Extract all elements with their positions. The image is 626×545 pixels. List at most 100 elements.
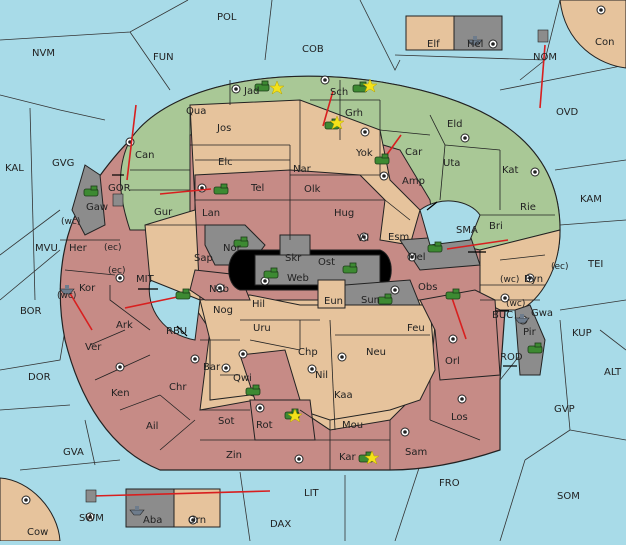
coast-tag: (wc) — [61, 217, 80, 227]
sea-label: LIT — [304, 488, 320, 499]
tank-icon[interactable] — [245, 384, 261, 396]
territory-label: Gwa — [531, 308, 553, 319]
ship-icon[interactable] — [537, 29, 549, 43]
ship-icon[interactable] — [112, 193, 124, 207]
supply-center-icon — [125, 137, 135, 147]
territory-label: Uru — [253, 323, 271, 334]
territory-label: Gur — [154, 207, 173, 218]
territory-label: Chp — [298, 347, 318, 358]
tank-icon[interactable] — [175, 288, 191, 300]
tank-icon[interactable] — [342, 262, 358, 274]
supply-center-icon — [294, 454, 304, 464]
supply-center-icon — [596, 5, 606, 15]
green-label-group: Jad Sch Qua Grh Eld Can Yok Car Uta Kat … — [135, 86, 536, 232]
sea-label: Cow — [27, 527, 48, 538]
supply-center-icon — [360, 127, 370, 137]
territory-label: Grh — [345, 108, 363, 119]
ship-icon[interactable] — [467, 36, 483, 46]
order-arrow — [91, 490, 271, 497]
ship-icon[interactable] — [129, 506, 145, 516]
star-icon — [329, 115, 345, 130]
supply-center-icon — [337, 352, 347, 362]
territory-label: Amp — [402, 176, 425, 187]
sea-label: MIT — [136, 274, 155, 285]
territory-con[interactable] — [559, 0, 626, 69]
tank-icon[interactable] — [527, 342, 543, 354]
coast-tag: (ec) — [104, 243, 122, 253]
order-arrow — [159, 188, 212, 195]
territory-label: Sap — [194, 253, 213, 264]
sea-label: GVG — [52, 158, 74, 169]
tank-icon[interactable] — [445, 288, 461, 300]
territory-label: Eld — [447, 119, 462, 130]
territory-label: Qua — [186, 106, 206, 117]
sea-label: GVA — [63, 447, 84, 458]
sea-label: ROD — [500, 352, 523, 363]
territory-label: Aba — [143, 515, 162, 526]
territory-label: Pir — [523, 327, 537, 338]
tank-icon[interactable] — [83, 185, 99, 197]
supply-center-icon — [238, 349, 248, 359]
ship-icon[interactable] — [85, 489, 97, 503]
sea-sma[interactable] — [419, 200, 481, 246]
sea-label: DOR — [28, 372, 51, 383]
tank-icon[interactable] — [263, 267, 279, 279]
territory-label: Ver — [85, 342, 102, 353]
sea-label: KUP — [572, 328, 592, 339]
tank-icon[interactable] — [233, 236, 249, 248]
territory-label: Sun — [361, 295, 380, 306]
sea-label: SMA — [456, 225, 478, 236]
supply-center-icon — [221, 363, 231, 373]
order-arrow — [451, 297, 467, 340]
territory-elf[interactable] — [405, 15, 455, 51]
territory-label: Orl — [445, 356, 460, 367]
sea-label: GOR — [108, 183, 131, 194]
territory-label: Jad — [243, 86, 259, 97]
supply-center-icon — [188, 515, 198, 525]
sea-label: BOR — [20, 306, 42, 317]
units — [59, 29, 549, 516]
territory-label: Byn — [524, 274, 543, 285]
territory-label: Feu — [407, 323, 425, 334]
tank-icon[interactable] — [213, 183, 229, 195]
territory-label: Tel — [250, 183, 264, 194]
territory-label: Ark — [116, 320, 133, 331]
territory-label: Nor — [223, 243, 242, 254]
sea-label: NVM — [32, 48, 55, 59]
sea-label: BUC — [492, 310, 513, 321]
sea-label: SOM — [557, 491, 580, 502]
territory-label: Qwi — [233, 373, 252, 384]
territory-orl[interactable] — [419, 289, 501, 381]
tank-icon[interactable] — [427, 241, 443, 253]
territory-label: Bri — [489, 221, 503, 232]
star-icon — [362, 78, 378, 93]
territory-label: Ail — [146, 421, 158, 432]
sea-label: Con — [595, 37, 614, 48]
territory-eun[interactable] — [317, 279, 346, 309]
territory-label: Nar — [293, 164, 312, 175]
sea-label: TEI — [587, 259, 603, 270]
tank-icon[interactable] — [377, 293, 393, 305]
supply-center-icon — [21, 495, 31, 505]
territory-label: Elc — [218, 157, 233, 168]
territory-label: Car — [405, 147, 423, 158]
tank-icon[interactable] — [254, 80, 270, 92]
territory-label: Kaa — [334, 390, 353, 401]
coast-tag: (ec) — [551, 262, 569, 272]
sea-label: SWM — [79, 513, 104, 524]
ship-icon[interactable] — [59, 285, 75, 295]
star-icon — [269, 80, 285, 95]
supply-center-icon — [190, 354, 200, 364]
territory-label: Chr — [169, 382, 187, 393]
coast-tag: (wc) — [506, 299, 525, 309]
supply-center-icon — [460, 133, 470, 143]
tank-icon[interactable] — [374, 153, 390, 165]
territory-gaw[interactable] — [71, 164, 106, 236]
territory-label: Hug — [334, 208, 354, 219]
territory-label: Kar — [339, 452, 357, 463]
ship-icon[interactable] — [514, 314, 530, 324]
double-arrow-icon — [426, 201, 438, 211]
coast-tag: (wc) — [500, 275, 519, 285]
coast-tag-group: (wc) (ec) (ec) (wc) (wc) (ec) (wc) — [57, 217, 569, 309]
supply-center-icon — [525, 273, 535, 283]
